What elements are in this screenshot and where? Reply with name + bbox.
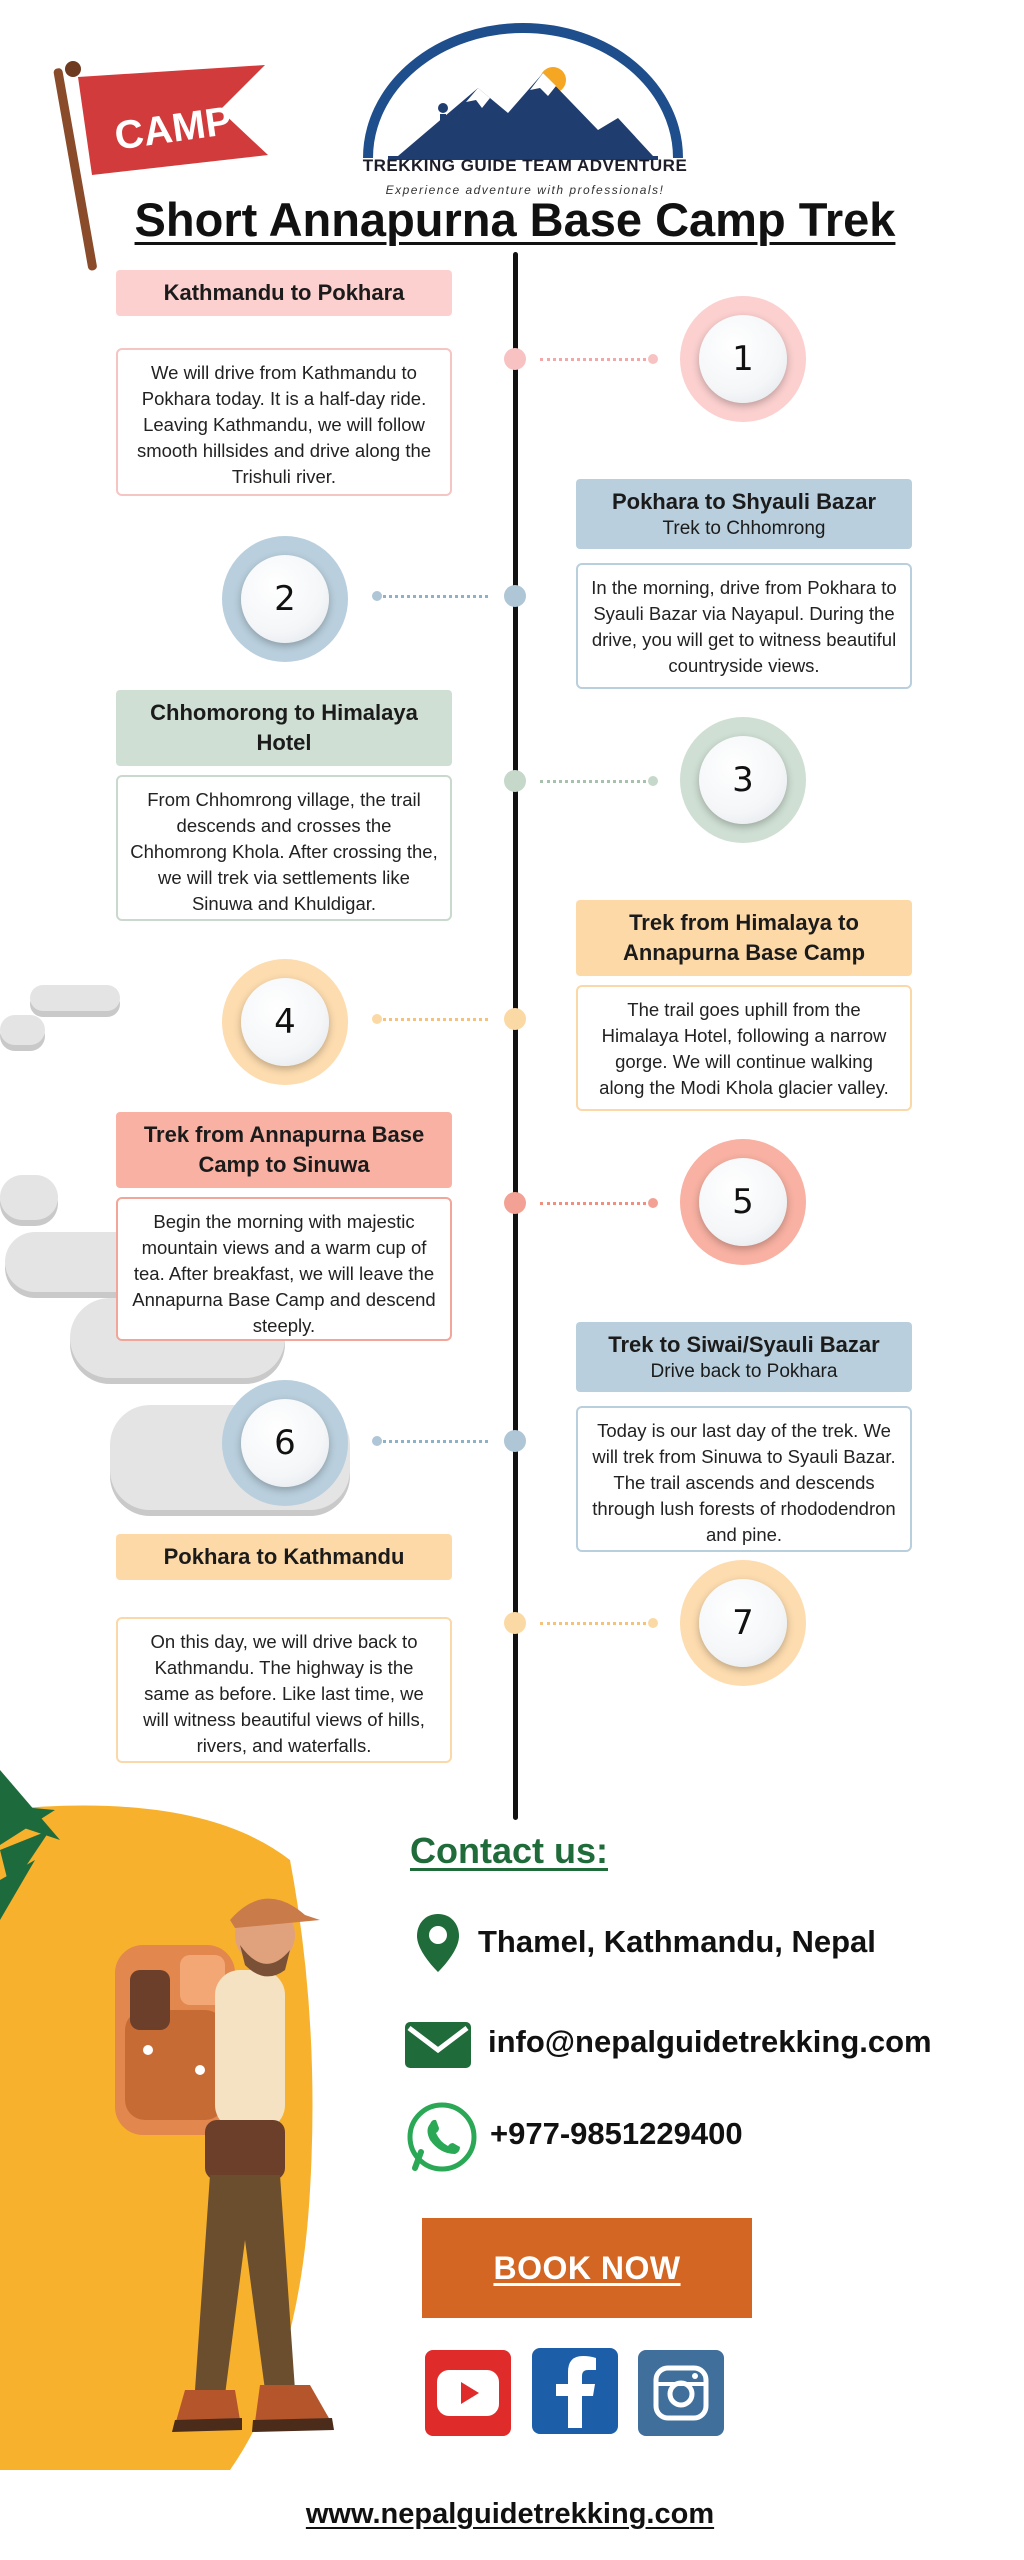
day-2-description: In the morning, drive from Pokhara to Sy… <box>576 563 912 689</box>
day-6-title: Trek to Siwai/Syauli Bazar Drive back to… <box>576 1322 912 1392</box>
day-1-connector-dot <box>648 354 658 364</box>
day-1-badge: 1 <box>680 296 806 422</box>
day-3-number: 3 <box>699 736 787 824</box>
cloud-decoration <box>30 985 120 1011</box>
day-4-description: The trail goes uphill from the Himalaya … <box>576 985 912 1111</box>
whatsapp-phone-icon <box>407 2102 477 2172</box>
brand-name: TREKKING GUIDE TEAM ADVENTURE <box>362 156 688 175</box>
contact-heading: Contact us: <box>410 1830 608 1871</box>
day-2-node <box>504 585 526 607</box>
timeline-line <box>513 252 518 1820</box>
day-5-connector <box>540 1202 652 1205</box>
day-4-connector-dot <box>372 1014 382 1024</box>
day-7-connector-dot <box>648 1618 658 1628</box>
cloud-decoration <box>0 1015 45 1045</box>
day-5-number: 5 <box>699 1158 787 1246</box>
day-5-connector-dot <box>648 1198 658 1208</box>
hiker-illustration-icon <box>0 1770 334 2470</box>
contact-address: Thamel, Kathmandu, Nepal <box>478 1924 876 1959</box>
day-6-badge: 6 <box>222 1380 348 1506</box>
day-3-node <box>504 770 526 792</box>
cloud-decoration <box>0 1175 58 1220</box>
day-7-node <box>504 1612 526 1634</box>
email-envelope-icon <box>405 2022 471 2068</box>
day-4-title: Trek from Himalaya to Annapurna Base Cam… <box>576 900 912 976</box>
instagram-button[interactable] <box>638 2350 724 2436</box>
day-4-number: 4 <box>241 978 329 1066</box>
day-3-title: Chhomorong to Himalaya Hotel <box>116 690 452 766</box>
day-6-connector-dot <box>372 1436 382 1446</box>
day-3-badge: 3 <box>680 717 806 843</box>
youtube-button[interactable] <box>425 2350 511 2436</box>
day-2-badge: 2 <box>222 536 348 662</box>
facebook-icon <box>556 2356 596 2428</box>
facebook-button[interactable] <box>532 2348 618 2434</box>
day-1-connector <box>540 358 652 361</box>
day-6-node <box>504 1430 526 1452</box>
instagram-icon <box>653 2365 709 2421</box>
day-3-description: From Chhomrong village, the trail descen… <box>116 775 452 921</box>
camp-flag-icon: CAMP <box>53 61 268 271</box>
day-2-title: Pokhara to Shyauli Bazar Trek to Chhomro… <box>576 479 912 549</box>
day-2-number: 2 <box>241 555 329 643</box>
location-pin-icon <box>417 1914 459 1972</box>
day-7-title: Pokhara to Kathmandu <box>116 1534 452 1580</box>
day-6-description: Today is our last day of the trek. We wi… <box>576 1406 912 1552</box>
brand-tagline: Experience adventure with professionals! <box>385 183 665 197</box>
page-title: Short Annapurna Base Camp Trek <box>134 193 896 246</box>
contact-email[interactable]: info@nepalguidetrekking.com <box>488 2024 932 2059</box>
day-5-description: Begin the morning with majestic mountain… <box>116 1197 452 1341</box>
day-4-connector <box>378 1018 488 1021</box>
day-1-description: We will drive from Kathmandu to Pokhara … <box>116 348 452 496</box>
contact-phone[interactable]: +977-9851229400 <box>490 2116 743 2151</box>
mountain-logo-icon <box>363 23 683 160</box>
day-6-number: 6 <box>241 1399 329 1487</box>
day-1-number: 1 <box>699 315 787 403</box>
day-7-badge: 7 <box>680 1560 806 1686</box>
day-7-description: On this day, we will drive back to Kathm… <box>116 1617 452 1763</box>
book-now-button[interactable]: BOOK NOW <box>422 2218 752 2318</box>
day-5-title: Trek from Annapurna Base Camp to Sinuwa <box>116 1112 452 1188</box>
day-4-node <box>504 1008 526 1030</box>
day-7-connector <box>540 1622 652 1625</box>
day-4-badge: 4 <box>222 959 348 1085</box>
day-1-title: Kathmandu to Pokhara <box>116 270 452 316</box>
day-2-connector <box>378 595 488 598</box>
youtube-icon <box>437 2370 499 2416</box>
day-1-node <box>504 348 526 370</box>
day-6-connector <box>378 1440 488 1443</box>
day-5-node <box>504 1192 526 1214</box>
website-link[interactable]: www.nepalguidetrekking.com <box>305 2498 715 2530</box>
day-5-badge: 5 <box>680 1139 806 1265</box>
day-2-connector-dot <box>372 591 382 601</box>
day-7-number: 7 <box>699 1579 787 1667</box>
day-3-connector-dot <box>648 776 658 786</box>
day-3-connector <box>540 780 652 783</box>
